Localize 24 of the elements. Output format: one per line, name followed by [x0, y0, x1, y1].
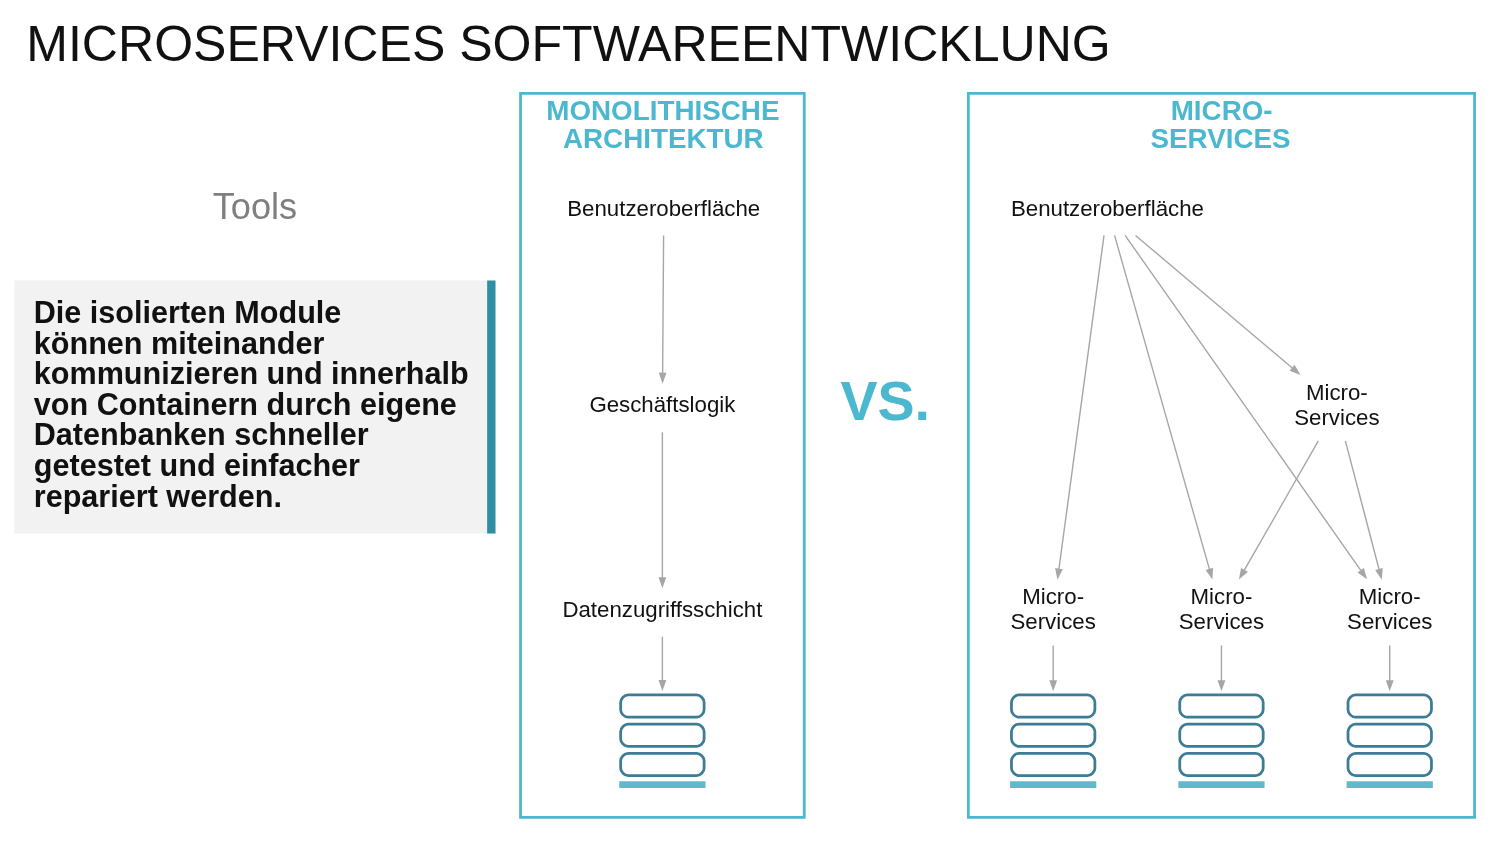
label: VS.: [840, 369, 931, 432]
arrow: [1385, 644, 1394, 692]
arrow: [1238, 440, 1320, 580]
node-text: Benutzeroberfläche: [1010, 195, 1204, 221]
arrow: [658, 431, 667, 589]
node-text: Benutzeroberfläche: [567, 195, 761, 221]
arrow: [1049, 644, 1058, 692]
node-text: Micro- Services: [1178, 584, 1265, 635]
arrow: [1124, 234, 1368, 580]
arrow: [658, 234, 667, 384]
node-text: Datenzugriffsschicht: [562, 596, 763, 622]
node-text: Geschäftslogik: [589, 392, 736, 418]
arrow: [1344, 440, 1383, 580]
arrow: [1113, 234, 1214, 580]
arrow: [1217, 644, 1226, 692]
diagram-title: MICROSERVICES SOFTWAREENTWICKLUNG: [26, 16, 1111, 73]
label: Die isolierten Module können miteinander kommunizieren und innerhalb von Containern durch eigene Datenbanken schneller getestet und einfacher repariert werden.: [33, 295, 469, 513]
label: Tools: [212, 186, 298, 228]
node-text: Micro- Services: [1347, 584, 1433, 635]
arrow: [658, 636, 667, 692]
node-text: Micro- Services: [1010, 584, 1096, 635]
arrow: [1134, 234, 1301, 375]
node-text: Micro- Services: [1294, 379, 1380, 430]
arrow: [1055, 234, 1105, 580]
